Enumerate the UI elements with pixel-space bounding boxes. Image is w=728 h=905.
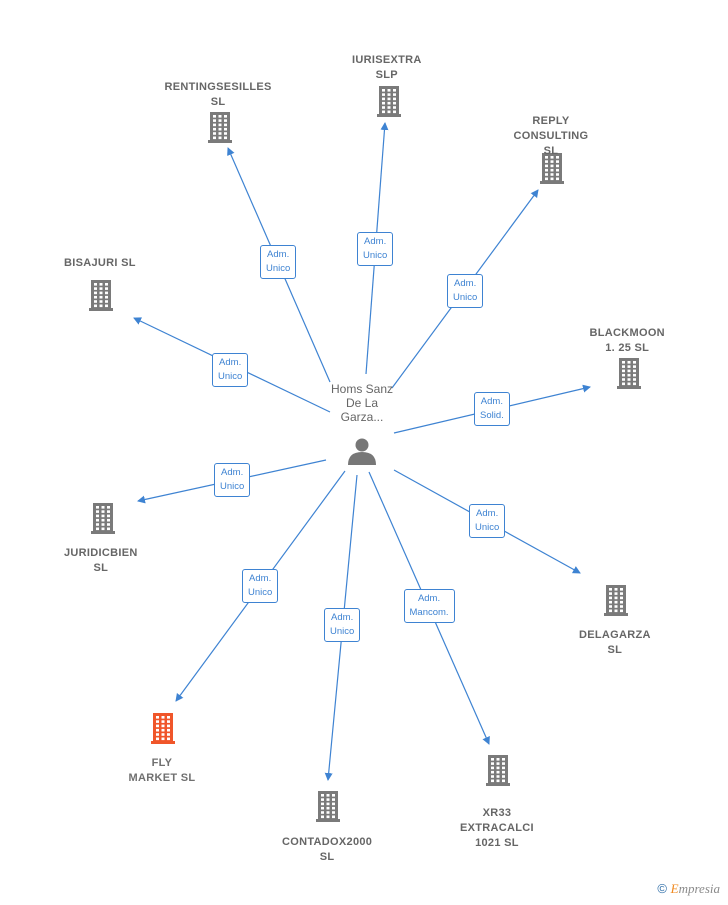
- building-icon[interactable]: [540, 153, 564, 184]
- building-icon[interactable]: [377, 86, 401, 117]
- building-icon[interactable]: [151, 713, 175, 744]
- company-label[interactable]: BISAJURI SL: [64, 257, 136, 269]
- building-icon[interactable]: [316, 791, 340, 822]
- brand-logo-initial: E: [670, 881, 679, 896]
- copyright-symbol: ©: [657, 881, 668, 896]
- relation-badge: Adm. Unico: [324, 608, 361, 642]
- person-name-label[interactable]: Homs Sanz De La Garza...: [331, 382, 394, 424]
- company-label[interactable]: XR33 EXTRACALCI 1021 SL: [460, 807, 534, 849]
- building-icon[interactable]: [208, 112, 232, 143]
- relation-badge: Adm. Unico: [357, 232, 394, 266]
- company-label[interactable]: RENTINGSESILLES SL: [164, 81, 272, 108]
- relation-badge: Adm. Solid.: [474, 392, 510, 426]
- relation-badge: Adm. Unico: [260, 245, 297, 279]
- relation-badge: Adm. Mancom.: [403, 589, 455, 623]
- relation-badge: Adm. Unico: [214, 463, 251, 497]
- relation-badge: Adm. Unico: [242, 569, 279, 603]
- company-label[interactable]: FLY MARKET SL: [128, 757, 196, 784]
- copyright-footer: © Empresia: [657, 881, 720, 897]
- building-icon[interactable]: [617, 358, 641, 389]
- company-label[interactable]: IURISEXTRA SLP: [352, 54, 422, 81]
- relation-badge: Adm. Unico: [212, 353, 249, 387]
- building-icon[interactable]: [604, 585, 628, 616]
- company-label[interactable]: BLACKMOON 1. 25 SL: [589, 327, 665, 354]
- company-label[interactable]: REPLY CONSULTING SL: [513, 115, 589, 157]
- person-icon[interactable]: [348, 438, 376, 466]
- building-icon[interactable]: [91, 503, 115, 534]
- brand-logo-text: mpresia: [678, 881, 720, 896]
- relation-badge: Adm. Unico: [447, 274, 484, 308]
- company-label[interactable]: DELAGARZA SL: [579, 629, 651, 656]
- relation-badge: Adm. Unico: [469, 504, 506, 538]
- company-label[interactable]: JURIDICBIEN SL: [64, 547, 138, 574]
- company-label[interactable]: CONTADOX2000 SL: [282, 836, 373, 863]
- building-icon[interactable]: [486, 755, 510, 786]
- building-icon[interactable]: [89, 280, 113, 311]
